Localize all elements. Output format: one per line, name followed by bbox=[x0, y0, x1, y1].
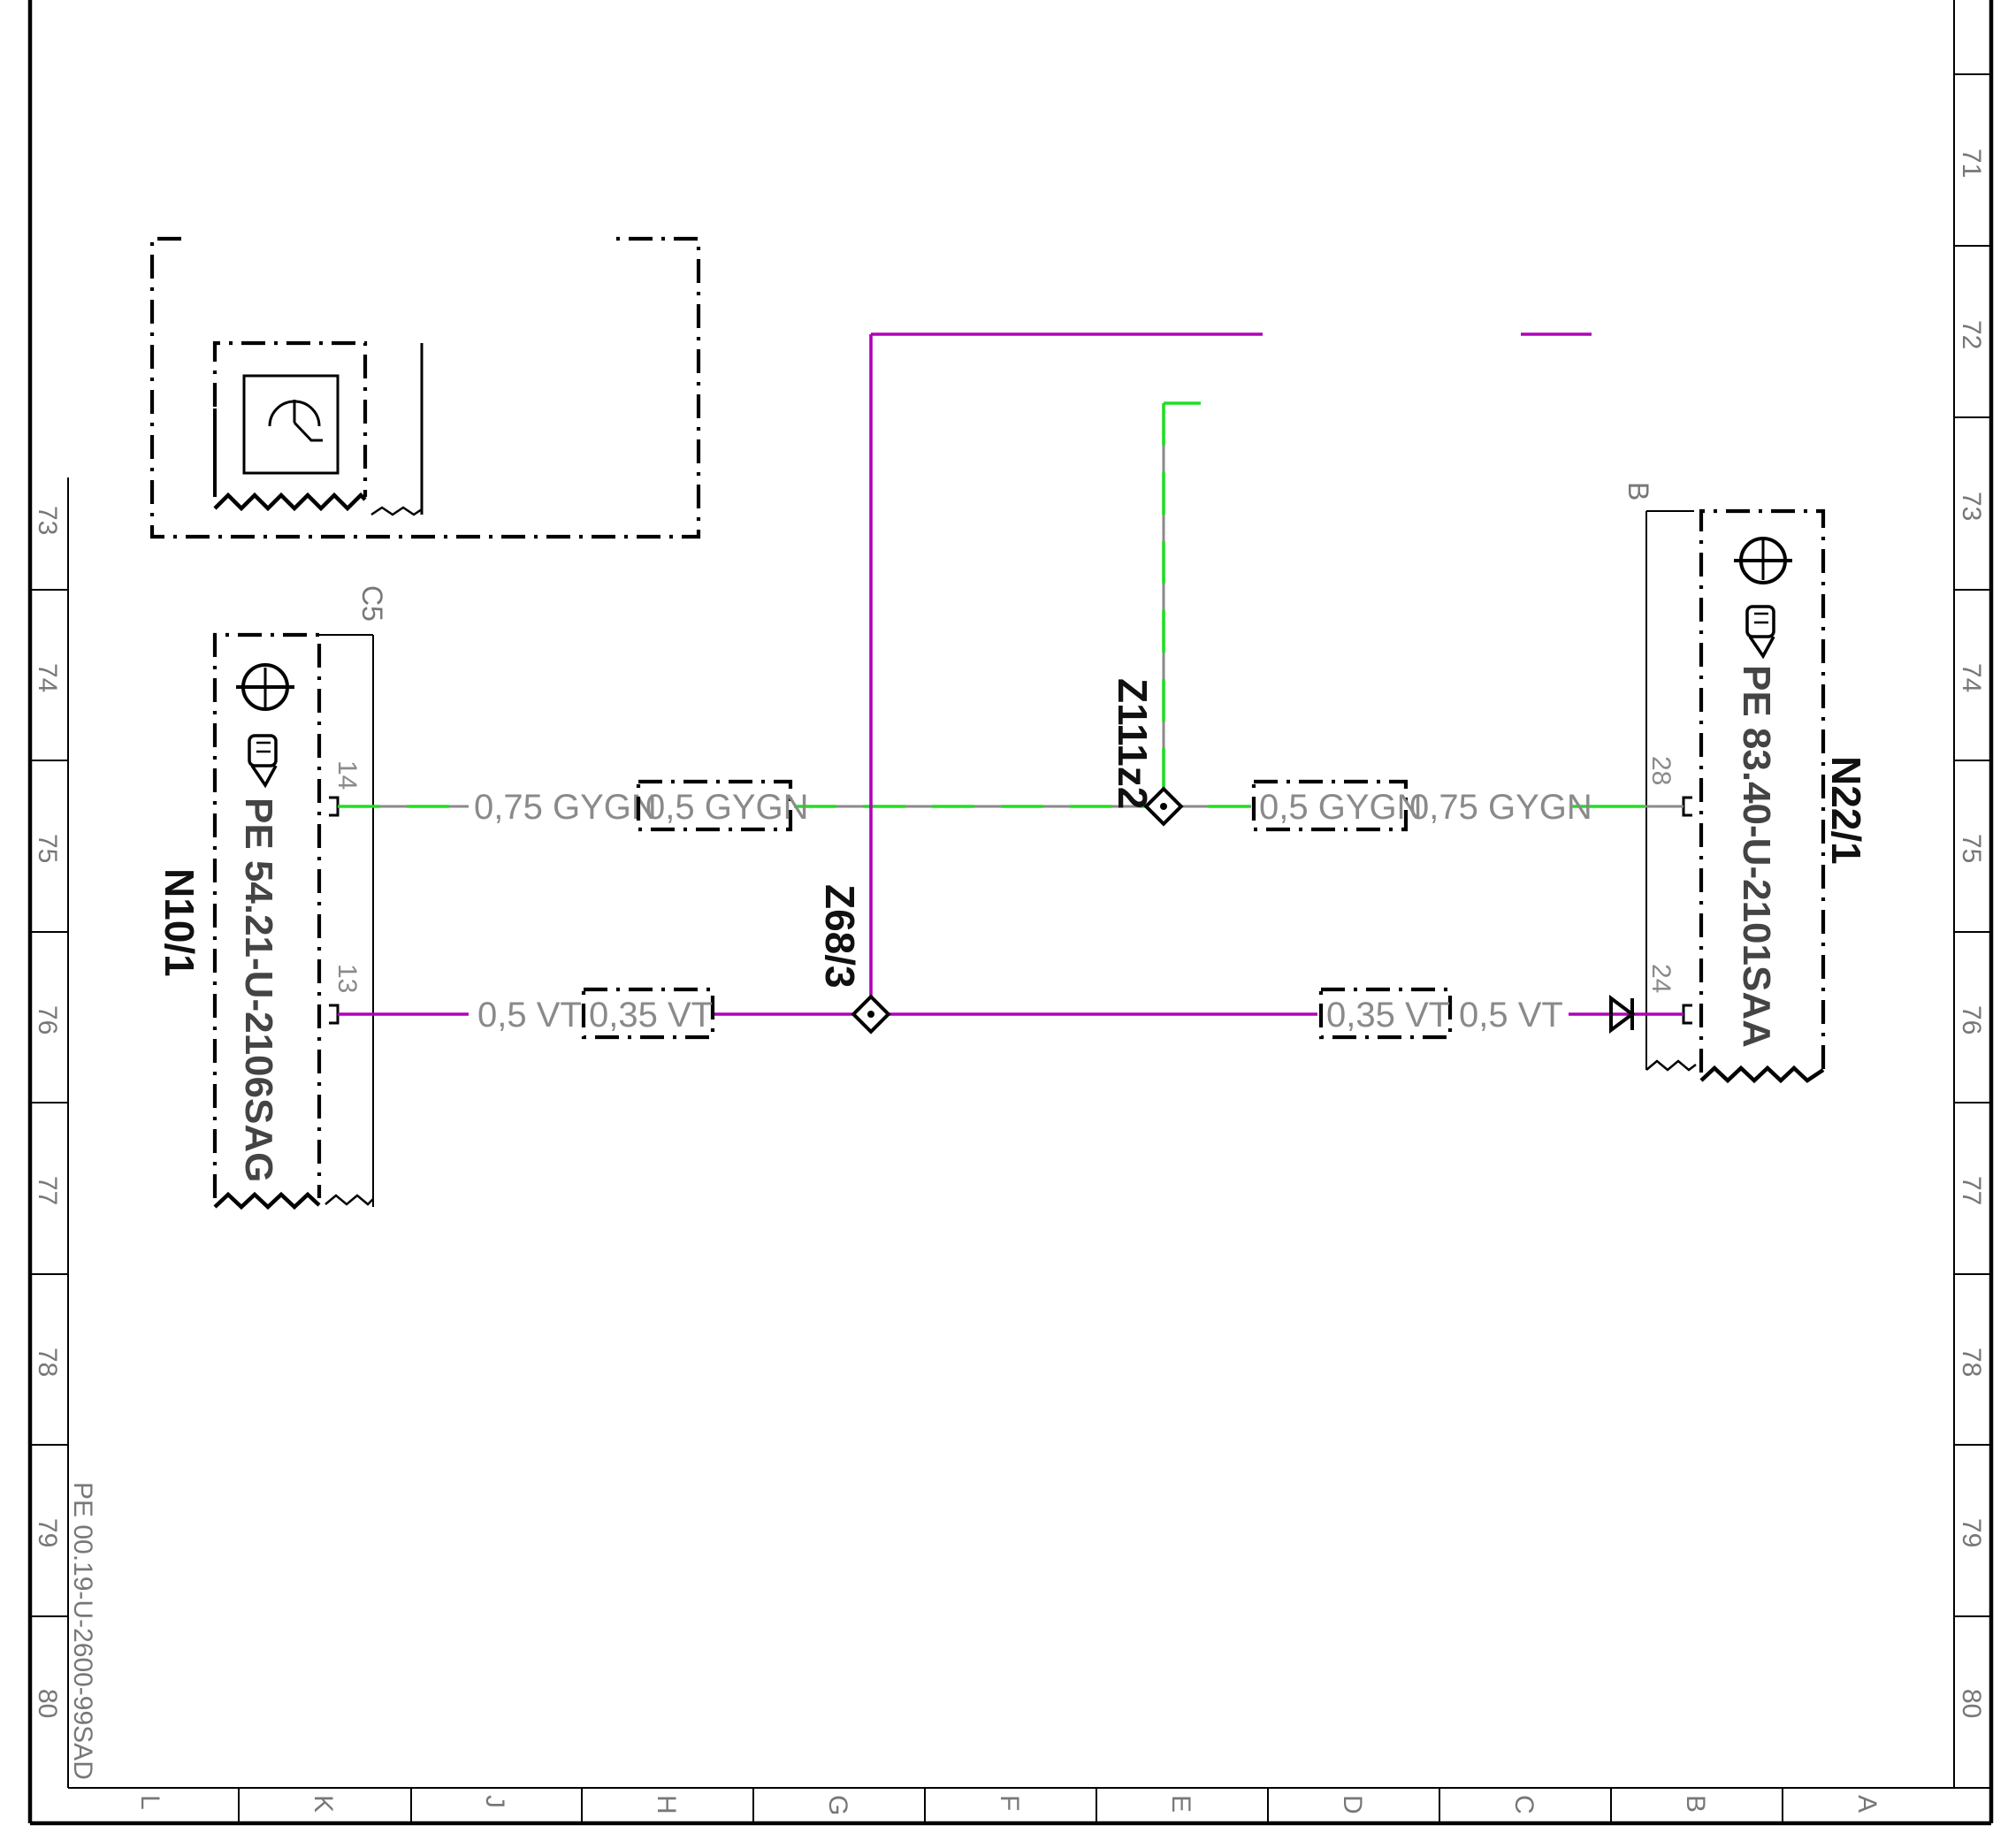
component-reference: PE 83.40-U-2101SAA bbox=[1735, 665, 1778, 1048]
wire-label-box bbox=[1318, 987, 1453, 1040]
transistor-icon bbox=[236, 663, 294, 711]
component-id: N10/1 bbox=[157, 868, 202, 977]
pin-label: 13 bbox=[332, 964, 362, 993]
column-letter: K bbox=[309, 1795, 338, 1813]
component-n10-1[interactable]: PE 54.21-U-2106SAG N10/1 C5 14 13 bbox=[157, 585, 388, 1210]
component-reference: PE 54.21-U-2106SAG bbox=[237, 798, 280, 1182]
drawing-number: PE 00.19-U-2600-99SAD bbox=[68, 1482, 97, 1780]
right-row-numbers: 71 72 73 74 75 76 77 78 79 80 bbox=[1957, 149, 1986, 1718]
pointing-hand-icon bbox=[248, 734, 278, 789]
pin-label: 24 bbox=[1646, 964, 1676, 993]
wire-label: 0,5 VT bbox=[1459, 996, 1563, 1035]
column-letter: B bbox=[1681, 1795, 1710, 1813]
wire-label-box bbox=[581, 987, 715, 1040]
wire-label: 0,5 GYGN bbox=[1259, 788, 1423, 827]
connector-label: C5 bbox=[356, 585, 388, 622]
row-number: 75 bbox=[1957, 834, 1986, 863]
signal-arrow-icon bbox=[1609, 995, 1636, 1034]
wire-label: 0,5 VT bbox=[477, 996, 582, 1035]
row-number: 73 bbox=[1957, 492, 1986, 521]
pointing-hand-icon bbox=[1745, 605, 1775, 660]
row-number: 79 bbox=[1957, 1518, 1986, 1547]
left-row-numbers: 73 74 75 76 77 78 79 80 bbox=[33, 506, 62, 1718]
column-letter: F bbox=[995, 1795, 1024, 1811]
row-number: 73 bbox=[33, 506, 62, 535]
wire-label: 0,5 GYGN bbox=[645, 788, 809, 827]
column-letter: A bbox=[1852, 1795, 1882, 1813]
row-number: 75 bbox=[33, 834, 62, 863]
column-letters: L K J H G F E D C B A bbox=[135, 1795, 1882, 1815]
component-n22-1[interactable]: PE 83.40-U-2101SAA N22/1 B 28 24 bbox=[1622, 482, 1869, 1084]
row-number: 79 bbox=[33, 1518, 62, 1547]
component-id: N22/1 bbox=[1823, 756, 1869, 865]
wire-label-box bbox=[1251, 779, 1409, 832]
row-number: 72 bbox=[1957, 320, 1986, 349]
wire-label: 0,75 GYGN bbox=[474, 788, 657, 827]
wire-label-box bbox=[636, 779, 793, 832]
splice-z111z2[interactable]: Z111z2 bbox=[1110, 678, 1184, 827]
wire-label: 0,35 VT bbox=[1326, 996, 1450, 1035]
sensor-block-top-left bbox=[149, 236, 701, 539]
pin-label: 14 bbox=[332, 760, 362, 790]
row-number: 77 bbox=[1957, 1176, 1986, 1205]
sensor-symbol-icon bbox=[268, 400, 323, 442]
column-letter: C bbox=[1509, 1795, 1538, 1814]
column-letter: H bbox=[652, 1795, 681, 1814]
column-letter: G bbox=[823, 1795, 852, 1815]
row-number: 76 bbox=[33, 1005, 62, 1035]
splice-label: Z68/3 bbox=[817, 884, 863, 989]
transistor-icon bbox=[1734, 537, 1792, 584]
wire-label: 0,35 VT bbox=[589, 996, 713, 1035]
row-number: 80 bbox=[1957, 1689, 1986, 1718]
row-number: 76 bbox=[1957, 1005, 1986, 1035]
connector-label: B bbox=[1622, 482, 1654, 500]
column-letter: L bbox=[135, 1795, 164, 1810]
wire-gygn[interactable] bbox=[338, 401, 1684, 808]
sheet-frame bbox=[27, 0, 1994, 1826]
splice-z68-3[interactable]: Z68/3 bbox=[817, 884, 891, 1035]
row-number: 71 bbox=[1957, 149, 1986, 178]
row-number: 78 bbox=[33, 1348, 62, 1377]
wire-label: 0,75 GYGN bbox=[1409, 788, 1592, 827]
pin-label: 28 bbox=[1646, 756, 1676, 785]
wire-vt[interactable] bbox=[338, 332, 1684, 1016]
row-number: 77 bbox=[33, 1176, 62, 1205]
column-letter: D bbox=[1338, 1795, 1367, 1814]
row-number: 74 bbox=[33, 663, 62, 692]
column-letter: E bbox=[1166, 1795, 1195, 1813]
row-number: 78 bbox=[1957, 1348, 1986, 1377]
column-letter: J bbox=[480, 1795, 509, 1808]
row-number: 80 bbox=[33, 1689, 62, 1718]
row-number: 74 bbox=[1957, 663, 1986, 692]
splice-label: Z111z2 bbox=[1110, 678, 1156, 809]
